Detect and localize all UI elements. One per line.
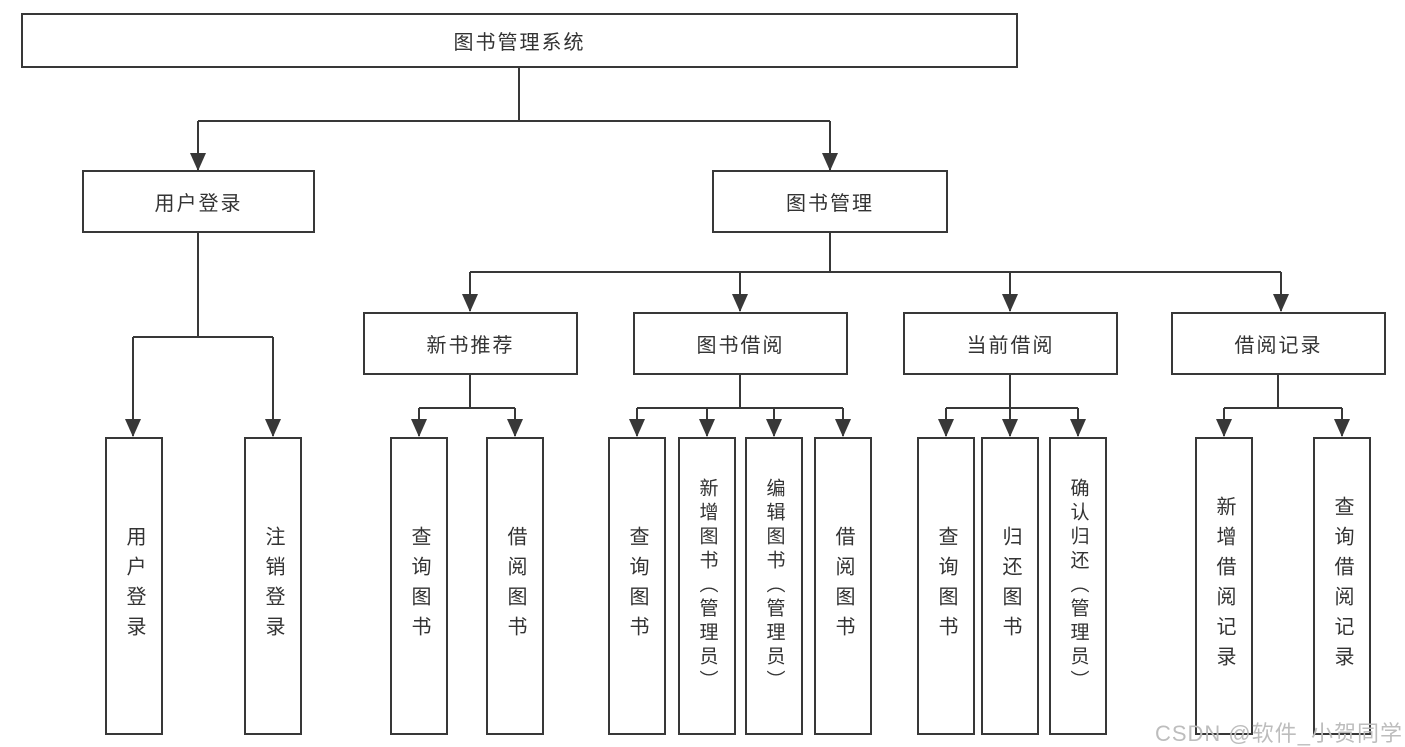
leaf-user-login: 用户登录 [105, 437, 163, 735]
leaf-borrow-query-books: 查询图书 [608, 437, 666, 735]
node-book-borrow-label: 图书借阅 [696, 335, 785, 357]
node-new-book-recommend-label: 新书推荐 [426, 335, 515, 357]
leaf-recommend-query-books-label: 查询图书 [408, 526, 430, 646]
leaf-borrow-query-books-label: 查询图书 [626, 526, 648, 646]
leaf-query-borrow-record-label: 查询借阅记录 [1331, 496, 1353, 676]
node-current-borrow-label: 当前借阅 [966, 335, 1055, 357]
leaf-recommend-borrow-books-label: 借阅图书 [504, 526, 526, 646]
leaf-confirm-return-admin: 确认归还（管理员） [1049, 437, 1107, 735]
leaf-add-books-admin-label: 新增图书（管理员） [696, 478, 718, 694]
leaf-current-query-books-label: 查询图书 [935, 526, 957, 646]
leaf-borrow-books: 借阅图书 [814, 437, 872, 735]
node-root-label: 图书管理系统 [453, 32, 586, 54]
leaf-return-books: 归还图书 [981, 437, 1039, 735]
leaf-current-query-books: 查询图书 [917, 437, 975, 735]
leaf-logout: 注销登录 [244, 437, 302, 735]
leaf-return-books-label: 归还图书 [999, 526, 1021, 646]
node-user-login-label: 用户登录 [154, 193, 243, 215]
node-new-book-recommend: 新书推荐 [363, 312, 578, 375]
leaf-edit-books-admin: 编辑图书（管理员） [745, 437, 803, 735]
watermark: CSDN @软件_小贺同学 [1154, 721, 1403, 746]
node-user-login: 用户登录 [82, 170, 315, 233]
node-borrow-records-label: 借阅记录 [1234, 335, 1323, 357]
leaf-add-books-admin: 新增图书（管理员） [678, 437, 736, 735]
leaf-query-borrow-record: 查询借阅记录 [1313, 437, 1371, 735]
leaf-add-borrow-record: 新增借阅记录 [1195, 437, 1253, 735]
node-current-borrow: 当前借阅 [903, 312, 1118, 375]
leaf-logout-label: 注销登录 [262, 526, 284, 646]
node-root: 图书管理系统 [21, 13, 1018, 68]
leaf-borrow-books-label: 借阅图书 [832, 526, 854, 646]
leaf-add-borrow-record-label: 新增借阅记录 [1213, 496, 1235, 676]
node-borrow-records: 借阅记录 [1171, 312, 1386, 375]
node-book-management-label: 图书管理 [786, 193, 874, 215]
leaf-recommend-borrow-books: 借阅图书 [486, 437, 544, 735]
node-book-management: 图书管理 [712, 170, 948, 233]
leaf-confirm-return-admin-label: 确认归还（管理员） [1067, 478, 1089, 694]
leaf-edit-books-admin-label: 编辑图书（管理员） [763, 478, 785, 694]
node-book-borrow: 图书借阅 [633, 312, 848, 375]
leaf-recommend-query-books: 查询图书 [390, 437, 448, 735]
leaf-user-login-label: 用户登录 [123, 526, 145, 646]
